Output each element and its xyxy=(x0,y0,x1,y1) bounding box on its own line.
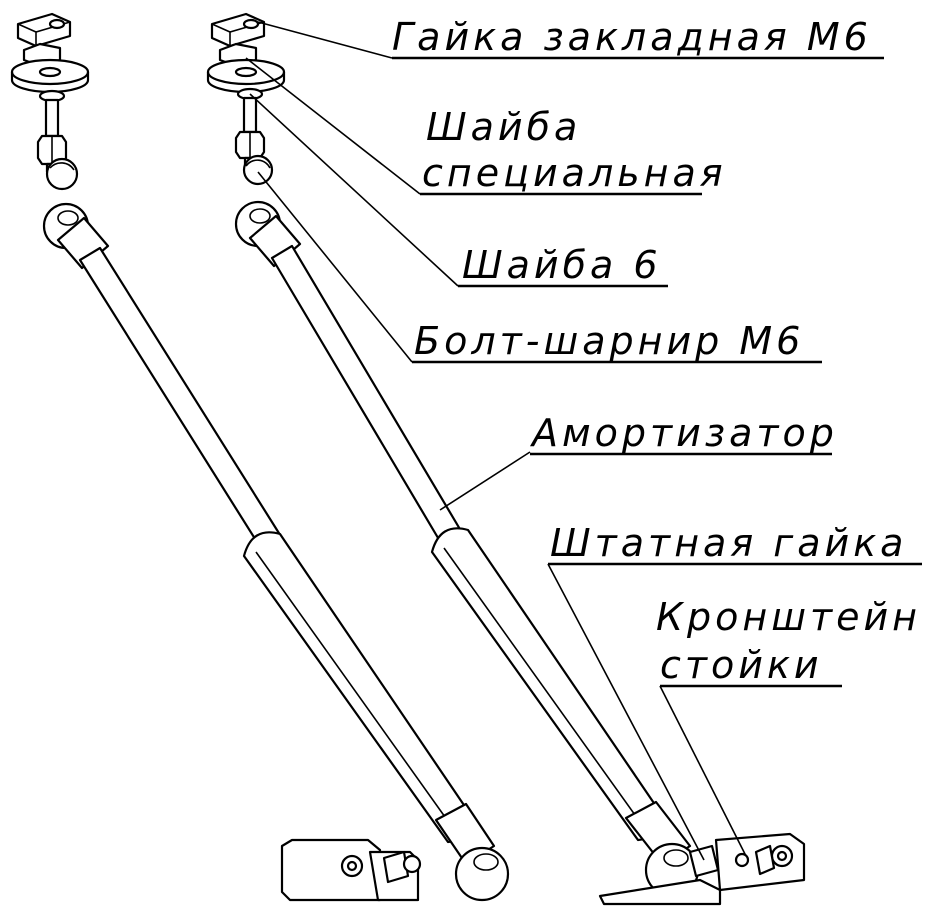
left-special-washer xyxy=(10,42,90,94)
label-stock-nut: Штатная гайка xyxy=(550,521,907,565)
callout-stock-nut: Штатная гайка xyxy=(548,521,922,566)
leader-lines xyxy=(245,21,747,861)
label-damper: Амортизатор xyxy=(529,411,838,455)
right-insert-nut xyxy=(210,12,266,48)
right-stock-nut xyxy=(688,844,720,878)
left-lower-eye xyxy=(434,802,510,902)
label-washer: Шайба 6 xyxy=(462,243,662,287)
right-special-washer xyxy=(206,42,286,94)
label-special-washer-line1: Шайба xyxy=(426,105,581,149)
left-strut-rod xyxy=(78,246,284,552)
label-bracket-line2: стойки xyxy=(660,643,823,687)
label-insert-nut: Гайка закладная М6 xyxy=(392,15,872,59)
left-bracket xyxy=(280,838,422,902)
callout-insert-nut: Гайка закладная М6 xyxy=(392,15,884,60)
right-bracket xyxy=(598,832,806,906)
right-strut-rod xyxy=(270,244,466,550)
label-ball-bolt: Болт-шарнир М6 xyxy=(414,319,804,363)
callout-ball-bolt: Болт-шарнир М6 xyxy=(412,319,822,364)
left-strut-assembly xyxy=(10,12,510,902)
left-insert-nut xyxy=(16,12,72,48)
left-strut-cylinder xyxy=(242,531,472,844)
callout-washer: Шайба 6 xyxy=(458,243,668,288)
left-ball-bolt xyxy=(36,98,79,191)
label-special-washer-line2: специальная xyxy=(422,151,727,195)
right-strut-assembly xyxy=(206,12,806,906)
callout-damper: Амортизатор xyxy=(529,411,838,456)
callout-special-washer: Шайба специальная xyxy=(420,105,727,196)
callout-bracket: Кронштейн стойки xyxy=(656,595,921,688)
right-strut-cylinder xyxy=(430,527,662,842)
label-bracket-line1: Кронштейн xyxy=(656,595,921,639)
right-ball-bolt xyxy=(234,96,274,186)
